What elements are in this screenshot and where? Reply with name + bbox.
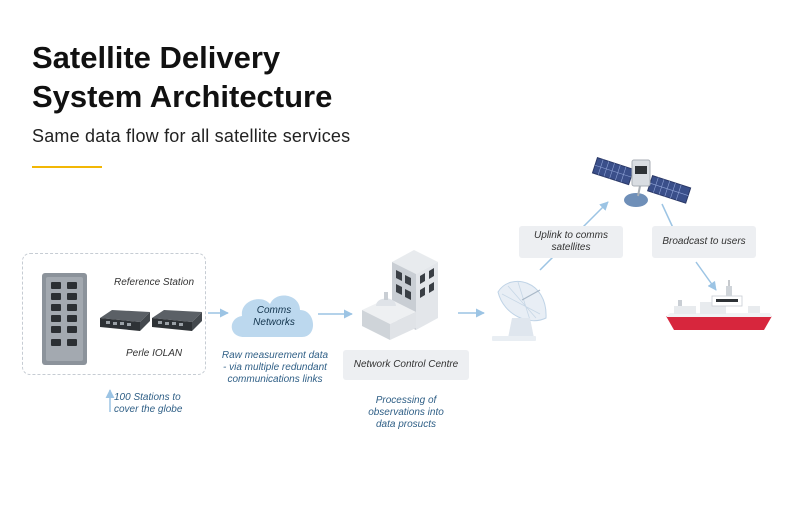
reference-station-label: Reference Station	[114, 277, 195, 288]
processing-note: Processing of observations into data pro…	[368, 395, 444, 430]
page-title: Satellite Delivery System Architecture	[32, 38, 332, 116]
page-subtitle: Same data flow for all satellite service…	[32, 126, 351, 146]
broadcast-arrow	[695, 261, 717, 291]
ship-icon	[666, 280, 772, 330]
title-line-1: Satellite Delivery	[32, 40, 281, 75]
satellite-icon	[591, 157, 692, 207]
perle-iolan-label: Perle IOLAN	[126, 348, 183, 359]
stations-note: 100 Stations to cover the globe	[114, 392, 183, 415]
broadcast-label-box: Broadcast to users	[652, 226, 756, 258]
iolan-device-icon	[100, 310, 150, 331]
title-line-2: System Architecture	[32, 79, 333, 114]
satellite-dish-icon	[492, 280, 547, 341]
building-icon	[362, 250, 438, 340]
ncc-label-box: Network Control Centre	[343, 350, 469, 380]
comms-networks-label: Comms Networks	[253, 305, 295, 328]
iolan-device-icon	[152, 310, 202, 331]
uplink-label-box: Uplink to comms satellites	[519, 226, 623, 258]
raw-data-note: Raw measurement data - via multiple redu…	[221, 350, 329, 385]
cloud-icon	[231, 295, 314, 337]
reference-station-box	[22, 253, 206, 375]
rack-server-icon	[42, 273, 87, 365]
broadcast-line	[661, 203, 675, 231]
accent-divider	[32, 166, 102, 168]
